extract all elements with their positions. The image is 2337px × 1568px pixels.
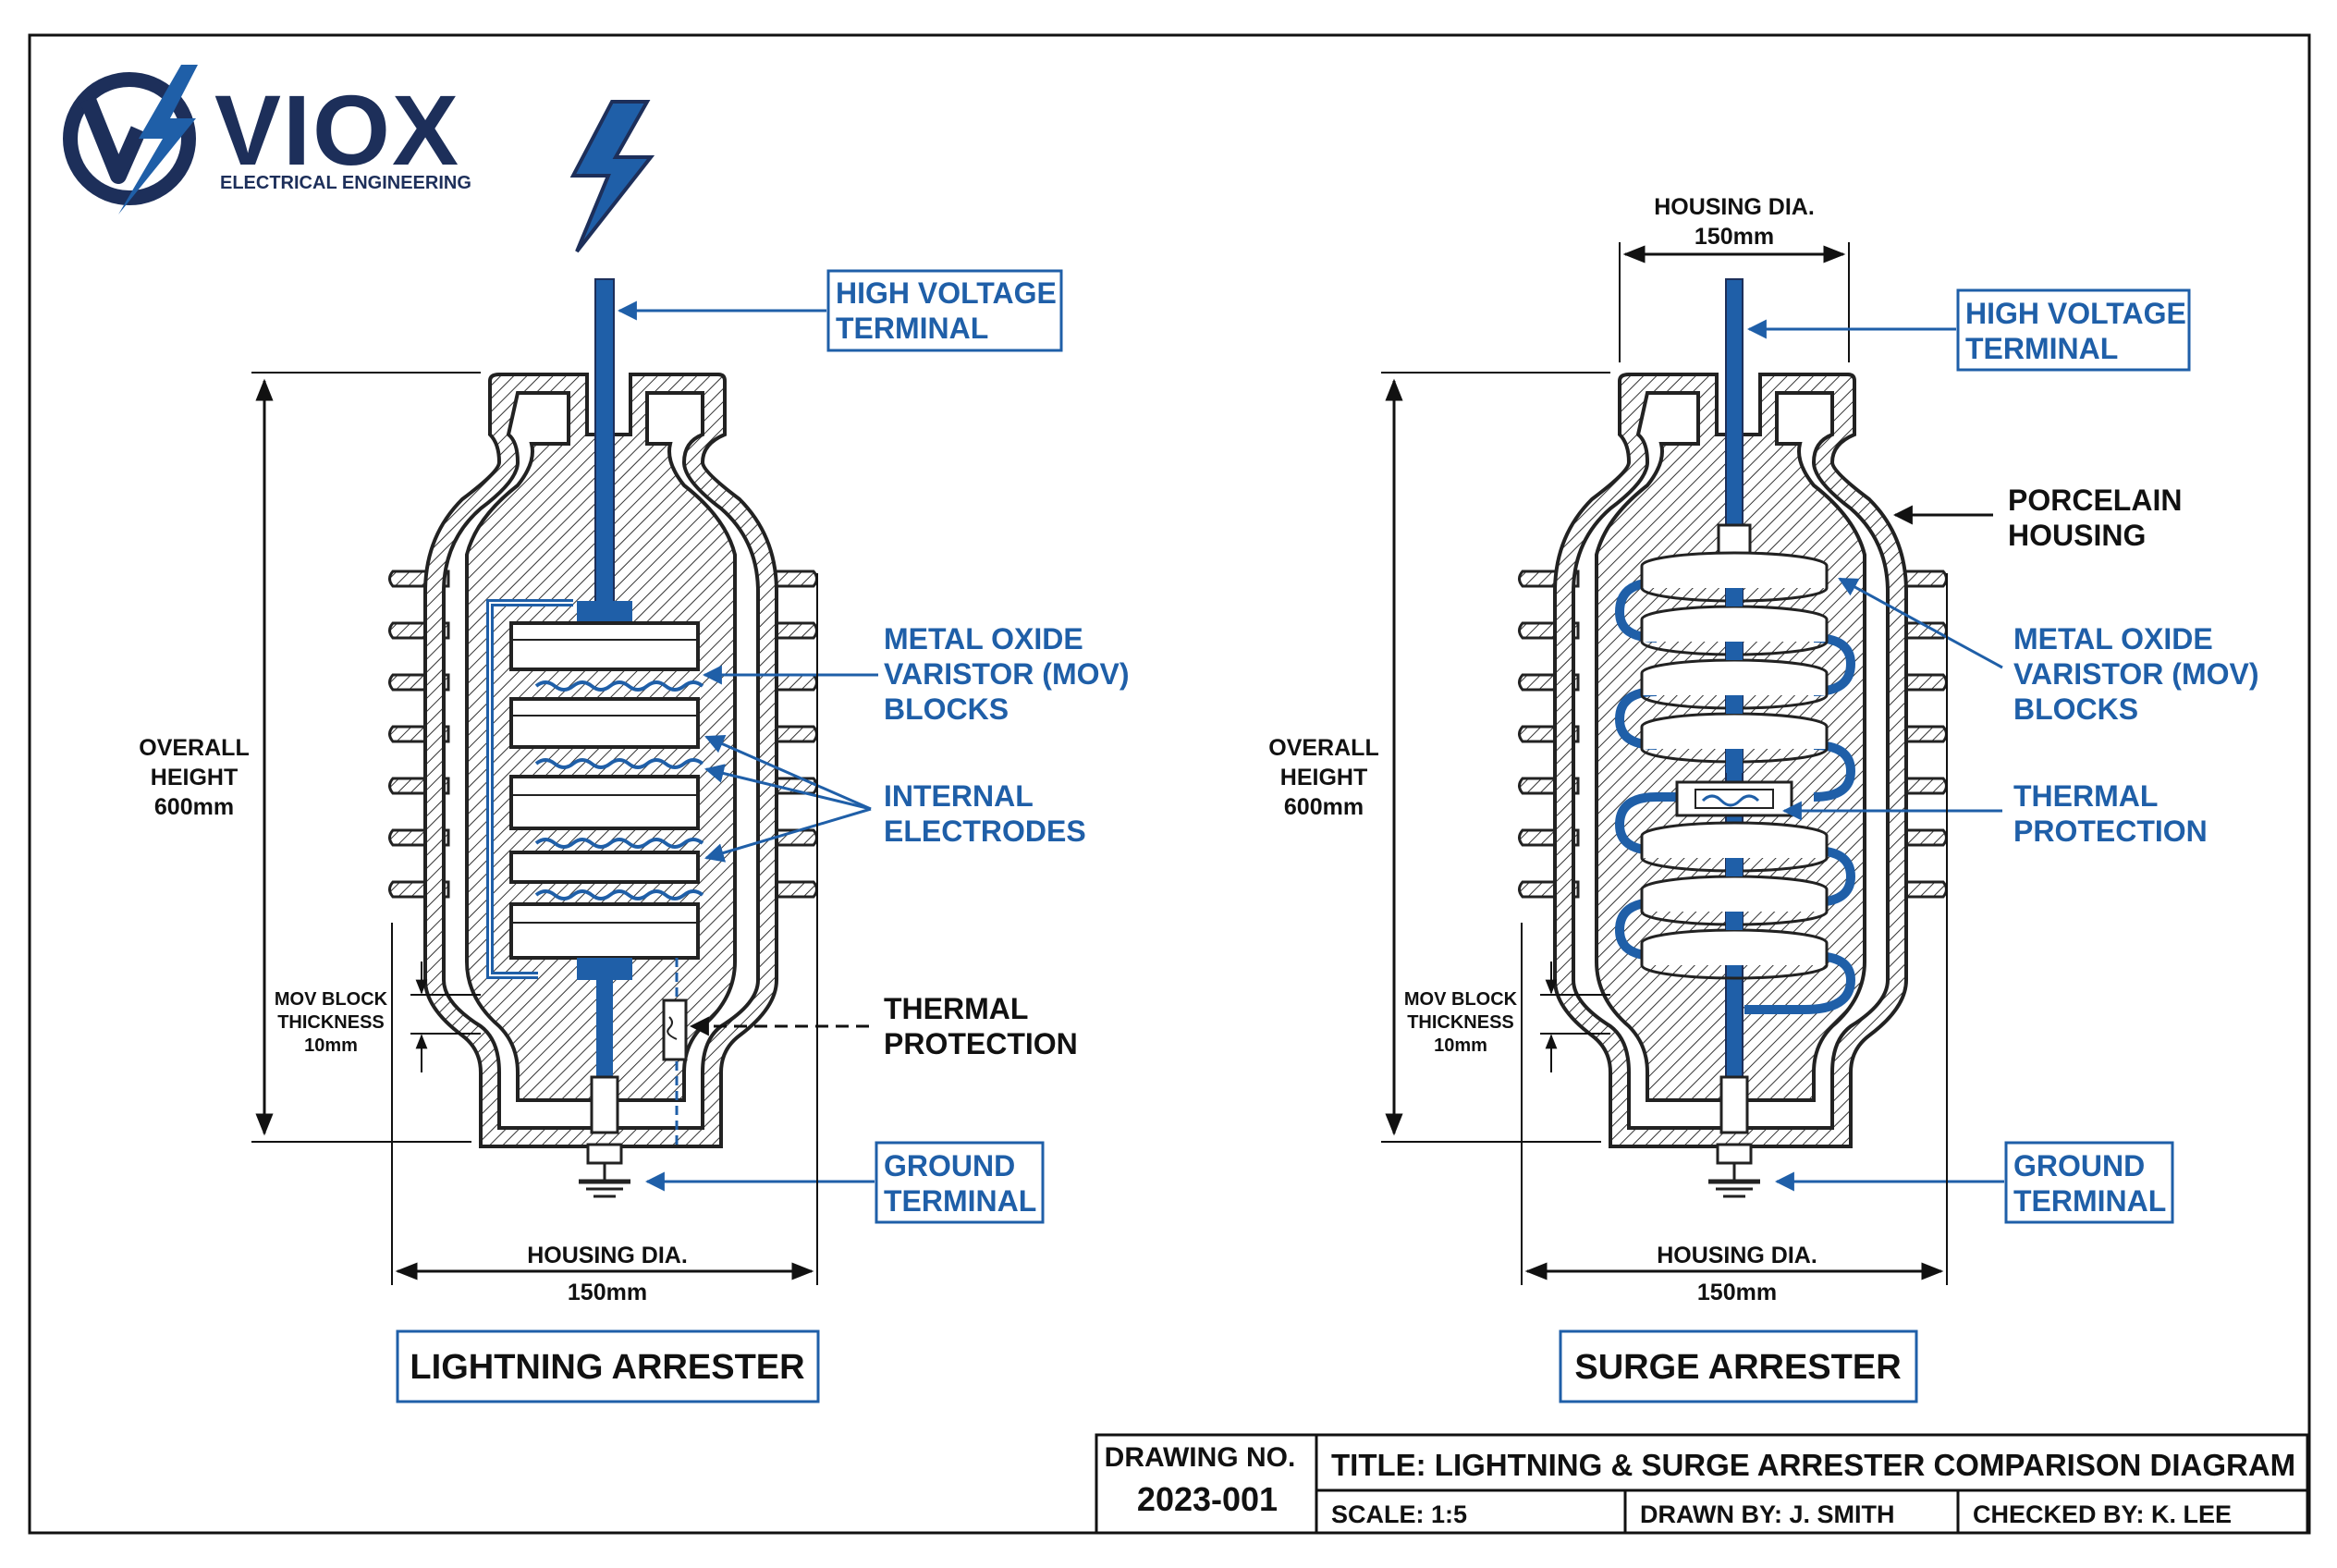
ground-terminal-label-box <box>875 1141 1045 1224</box>
surge-arrester-caption-box <box>1559 1329 1918 1403</box>
overall-height-label-line3: 600mm <box>1284 794 1364 820</box>
mov-blocks <box>509 621 700 960</box>
overall-height-label-line1: OVERALL <box>1268 735 1378 761</box>
viox-logo: VIOX ELECTRICAL ENGINEERING <box>63 65 471 214</box>
mov-blocks-label-line2: VARISTOR (MOV) <box>2013 657 2258 691</box>
drawing-no-value: 2023-001 <box>1137 1480 1278 1518</box>
mov-block <box>509 697 700 749</box>
overall-height-label-line3: 600mm <box>154 794 234 820</box>
internal-electrodes-label-line1: INTERNAL <box>884 779 1034 813</box>
ground-terminal-label-line1: GROUND <box>2013 1149 2145 1182</box>
checked-by-field: CHECKED BY: K. LEE <box>1973 1501 2232 1528</box>
lightning-bolt-icon <box>569 100 655 253</box>
mov-thickness-label-line1: MOV BLOCK <box>1404 989 1518 1010</box>
hv-terminal-label-line1: HIGH VOLTAGE <box>836 276 1057 310</box>
mov-block <box>509 621 700 671</box>
thermal-protection-label-line1: THERMAL <box>2013 779 2158 813</box>
drawn-by-field: DRAWN BY: J. SMITH <box>1640 1501 1895 1528</box>
mov-thickness-label-line2: THICKNESS <box>277 1012 385 1033</box>
housing-dia-value: 150mm <box>1697 1280 1777 1305</box>
mov-block <box>509 775 700 830</box>
porcelain-housing-label-line1: PORCELAIN <box>2008 484 2182 517</box>
logo-v-mark <box>80 96 147 184</box>
porcelain-housing-label-line2: HOUSING <box>2008 519 2146 552</box>
overall-height-dimension <box>251 372 481 1143</box>
top-electrode-cap <box>577 601 632 623</box>
housing-dia-label: HOUSING DIA. <box>527 1243 688 1268</box>
ground-terminal-label-line2: TERMINAL <box>884 1184 1036 1218</box>
logo-brand: VIOX <box>214 74 460 186</box>
housing-dia-top-label: HOUSING DIA. <box>1654 194 1815 220</box>
housing-dia-dimension <box>1521 573 1948 1285</box>
title-block <box>1095 1433 2309 1535</box>
ground-terminal-label-line2: TERMINAL <box>2013 1184 2166 1218</box>
hv-terminal-label-line2: TERMINAL <box>1965 332 2118 365</box>
ground-terminal-icon <box>579 1143 630 1198</box>
hv-terminal-label-box <box>1956 288 2191 372</box>
mov-thickness-label-line2: THICKNESS <box>1407 1012 1514 1033</box>
bottom-electrode-cap <box>577 958 632 980</box>
internal-electrodes <box>534 680 704 900</box>
hv-terminal-label-line2: TERMINAL <box>836 312 988 345</box>
scale-field: SCALE: 1:5 <box>1331 1501 1467 1528</box>
mov-blocks-label-line2: VARISTOR (MOV) <box>884 657 1129 691</box>
housing-dia-dimension <box>391 573 818 1285</box>
lightning-arrester <box>388 278 818 1198</box>
mov-blocks-label-line3: BLOCKS <box>2013 692 2138 726</box>
thermal-protection-label-line2: PROTECTION <box>884 1027 1078 1060</box>
housing-dia-top-dimension <box>1619 242 1850 362</box>
hv-terminal-label-line1: HIGH VOLTAGE <box>1965 297 2186 330</box>
hv-terminal-label-box <box>826 269 1063 352</box>
ground-terminal-label-line1: GROUND <box>884 1149 1015 1182</box>
overall-height-dimension <box>1381 372 1610 1143</box>
serpentine-conductor <box>1614 578 1856 1014</box>
surge-arrester-caption: SURGE ARRESTER <box>1574 1348 1901 1387</box>
mov-discs <box>1640 551 1829 980</box>
logo-bolt-icon <box>118 65 198 214</box>
lightning-arrester-caption: LIGHTNING ARRESTER <box>410 1348 804 1387</box>
housing-dia-label: HOUSING DIA. <box>1657 1243 1817 1268</box>
thermal-protection-label-line2: PROTECTION <box>2013 815 2208 848</box>
ground-bushing <box>1719 1075 1749 1134</box>
drawing-title: TITLE: LIGHTNING & SURGE ARRESTER COMPAR… <box>1331 1448 2295 1482</box>
mov-thickness-dimension <box>1540 962 1610 1072</box>
logo-subtitle: ELECTRICAL ENGINEERING <box>220 173 471 193</box>
ground-terminal-label-box <box>2004 1141 2174 1224</box>
mov-thickness-label-line1: MOV BLOCK <box>275 989 388 1010</box>
housing-dia-top-value: 150mm <box>1695 224 1774 250</box>
ground-terminal-icon <box>1708 1143 1760 1198</box>
mov-block <box>509 851 700 884</box>
mov-thickness-label-line3: 10mm <box>304 1035 358 1056</box>
lightning-arrester-caption-box <box>396 1329 820 1403</box>
ground-rod <box>596 980 613 1082</box>
mov-thickness-dimension <box>410 962 481 1072</box>
surge-arrester <box>1518 278 1948 1198</box>
hv-terminal-rod <box>594 278 615 604</box>
drawing-no-label: DRAWING NO. <box>1105 1442 1296 1473</box>
mov-blocks-label-line3: BLOCKS <box>884 692 1009 726</box>
mov-block <box>509 902 700 960</box>
thermal-protection-label-line1: THERMAL <box>884 992 1028 1025</box>
mov-blocks-label-line1: METAL OXIDE <box>2013 622 2213 655</box>
internal-electrodes-label-line2: ELECTRODES <box>884 815 1086 848</box>
overall-height-label-line1: OVERALL <box>139 735 249 761</box>
mov-blocks-label-line1: METAL OXIDE <box>884 622 1083 655</box>
sheet-border <box>28 33 2311 1535</box>
ground-bushing <box>590 1075 619 1134</box>
overall-height-label-line2: HEIGHT <box>151 765 238 790</box>
overall-height-label-line2: HEIGHT <box>1280 765 1367 790</box>
mov-thickness-label-line3: 10mm <box>1434 1035 1487 1056</box>
housing-dia-value: 150mm <box>568 1280 647 1305</box>
